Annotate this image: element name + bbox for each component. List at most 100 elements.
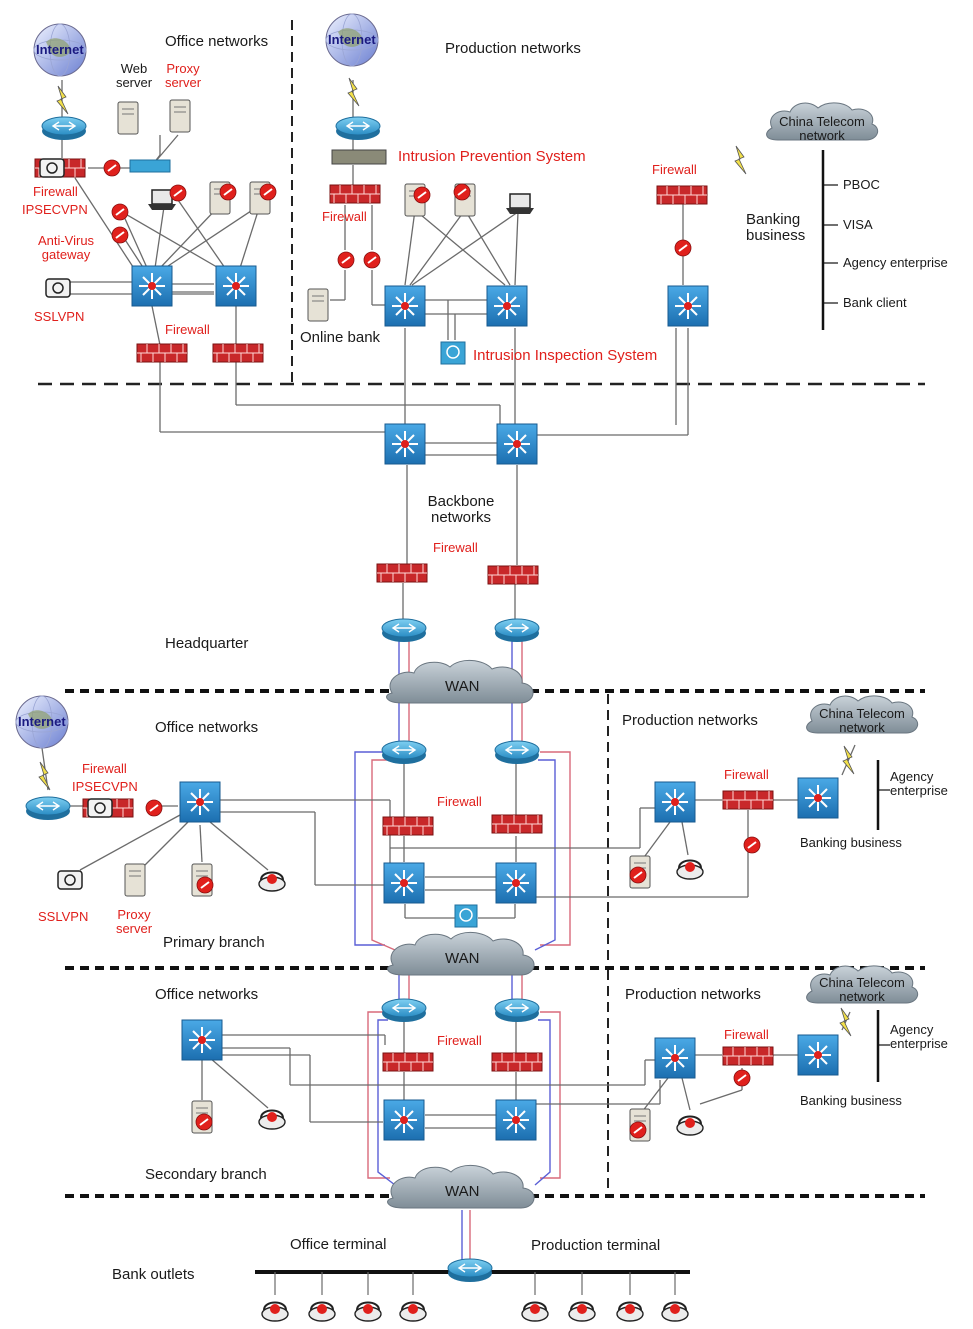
firewall-icon: [491, 814, 543, 834]
banking-item-bank-client: Bank client: [843, 295, 907, 310]
security-badge-icon: [363, 251, 381, 269]
router-icon: [494, 618, 540, 643]
firewall-label: Firewall: [437, 794, 482, 809]
switch-icon: [131, 265, 173, 307]
terminal-icon: [308, 1301, 336, 1322]
security-badge-icon: [103, 159, 121, 177]
ids-label: Intrusion Inspection System: [473, 347, 658, 364]
switch-icon: [797, 1034, 839, 1076]
production-terminal-label: Production terminal: [531, 1237, 661, 1254]
antivirus-gateway-label: Anti-Virus gateway: [37, 233, 95, 262]
firewall-label: Firewall: [652, 162, 697, 177]
lightning-link-icon: [734, 145, 747, 175]
security-badge-icon: [111, 226, 129, 244]
firewall-icon: [656, 185, 708, 205]
terminal-icon: [616, 1301, 644, 1322]
hq-links: [61, 80, 689, 620]
banking-bus-lines: [821, 150, 880, 1082]
firewall-label: Firewall: [433, 540, 478, 555]
router-icon: [41, 116, 87, 141]
switch-icon: [654, 1037, 696, 1079]
security-badge-icon: [413, 186, 431, 204]
globe-label: Internet: [36, 42, 84, 57]
terminal-icon: [354, 1301, 382, 1322]
hq-office-title: Office networks: [165, 33, 269, 50]
china-telecom-label: China Telecom network: [819, 975, 905, 1004]
router-icon: [25, 796, 71, 821]
switch-icon: [383, 862, 425, 904]
bank-outlets-label: Bank outlets: [112, 1266, 195, 1283]
secondary-production-title: Production networks: [625, 986, 761, 1003]
core-switch-icon: [496, 423, 538, 465]
security-badge-icon: [196, 876, 214, 894]
switch-icon: [215, 265, 257, 307]
china-telecom-label: China Telecom network: [779, 114, 865, 143]
laptop-icon: [505, 193, 535, 215]
ipsecvpn-label: IPSECVPN: [22, 202, 88, 217]
firewall-label: Firewall: [724, 1027, 769, 1042]
backbone-label: Backbone networks: [427, 493, 495, 526]
terminal-icon: [521, 1301, 549, 1322]
ips-label: Intrusion Prevention System: [398, 148, 586, 165]
firewall-label: Firewall: [33, 184, 78, 199]
banking-item-visa: VISA: [843, 217, 873, 232]
security-badge-icon: [733, 1069, 751, 1087]
section-divider-lines: [38, 20, 925, 1198]
firewall-icon: [491, 1052, 543, 1072]
primary-branch-label: Primary branch: [163, 934, 265, 951]
sslvpn-label: SSLVPN: [34, 309, 85, 324]
primary-links: [41, 744, 856, 919]
security-badge-icon: [674, 239, 692, 257]
banking-business-label: Banking business: [746, 211, 806, 244]
firewall-icon: [722, 790, 774, 810]
security-badge-icon: [259, 183, 277, 201]
primary-production-title: Production networks: [622, 712, 758, 729]
router-icon: [335, 116, 381, 141]
firewall-icon: [382, 1052, 434, 1072]
wan-label: WAN: [445, 1183, 480, 1200]
online-bank-label: Online bank: [300, 329, 381, 346]
switch-icon: [383, 1099, 425, 1141]
terminal-icon: [661, 1301, 689, 1322]
firewall-label: Firewall: [437, 1033, 482, 1048]
web-server-icon: [117, 101, 139, 135]
router-icon: [381, 618, 427, 643]
router-icon: [381, 998, 427, 1023]
ips-appliance-icon: [331, 149, 387, 165]
headquarter-label: Headquarter: [165, 635, 249, 652]
terminal-icon: [258, 1109, 286, 1130]
wan-label: WAN: [445, 950, 480, 967]
agency-enterprise-label: Agency enterprise: [890, 769, 948, 798]
security-badge-icon: [453, 183, 471, 201]
banking-item-pboc: PBOC: [843, 177, 880, 192]
hq-production-title: Production networks: [445, 40, 581, 57]
core-switch-icon: [384, 423, 426, 465]
proxy-server-icon: [169, 99, 191, 133]
secondary-office-title: Office networks: [155, 986, 259, 1003]
firewall-label: Firewall: [322, 209, 367, 224]
vpn-lock-icon: [87, 798, 113, 818]
china-telecom-label: China Telecom network: [819, 706, 905, 735]
proxy-server-label: Proxy server: [164, 61, 202, 90]
banking-business-label: Banking business: [800, 1093, 902, 1108]
security-badge-icon: [629, 1121, 647, 1139]
hub-icon: [129, 159, 171, 173]
firewall-icon: [376, 563, 428, 583]
router-icon: [494, 998, 540, 1023]
agency-enterprise-label: Agency enterprise: [890, 1022, 948, 1051]
sslvpn-device-icon: [45, 278, 71, 298]
router-icon: [381, 740, 427, 765]
vpn-lock-icon: [39, 158, 65, 178]
switch-icon: [654, 781, 696, 823]
firewall-icon: [136, 343, 188, 363]
ids-monitor-icon: [454, 904, 478, 928]
primary-office-title: Office networks: [155, 719, 259, 736]
firewall-icon: [329, 184, 381, 204]
security-badge-icon: [219, 183, 237, 201]
terminal-icon: [399, 1301, 427, 1322]
switch-icon: [797, 777, 839, 819]
terminal-icon: [676, 1115, 704, 1136]
online-bank-server-icon: [307, 288, 329, 322]
security-badge-icon: [629, 866, 647, 884]
